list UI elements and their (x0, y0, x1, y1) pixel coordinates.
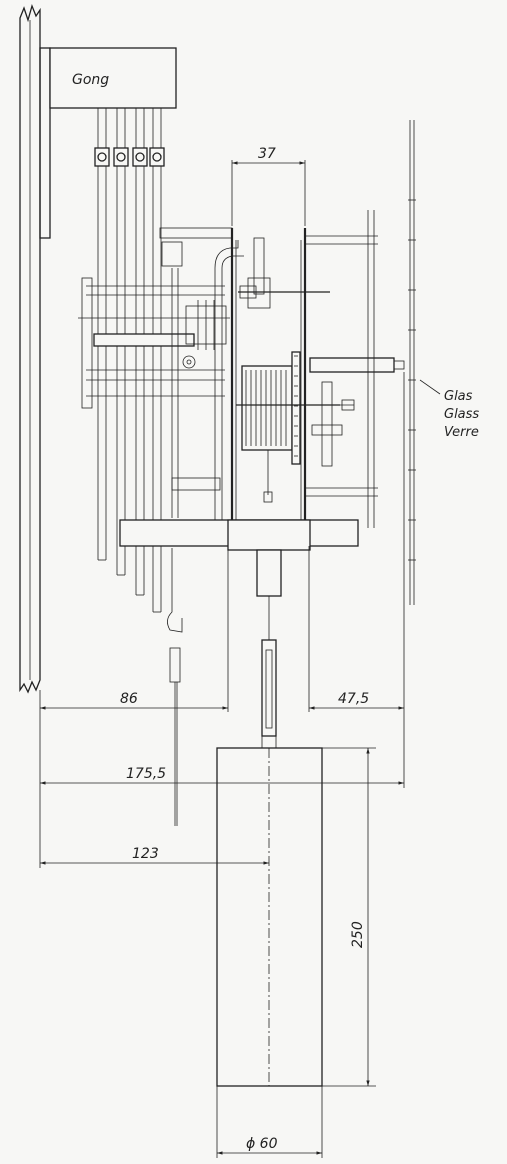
movement-plates (230, 210, 405, 528)
dim-175-5: 175,5 (126, 766, 166, 782)
dim-47-5: 47,5 (338, 691, 369, 707)
glass-label-fr: Verre (444, 425, 479, 440)
hammer-tail (167, 548, 183, 826)
dimension-lines (39, 160, 405, 1158)
dim-123: 123 (132, 846, 159, 862)
dim-86: 86 (120, 691, 138, 707)
weight (216, 747, 323, 1087)
strike-works (78, 227, 244, 520)
dim-phi-60: ϕ 60 (246, 1136, 278, 1152)
pendulum (261, 596, 277, 749)
glass-label-de: Glas (444, 389, 473, 404)
dim-37: 37 (258, 146, 276, 162)
gong-label: Gong (72, 72, 109, 88)
glass-label-en: Glass (444, 407, 479, 422)
seat-board (119, 519, 359, 597)
back-board (19, 3, 51, 694)
gong-block: Gong (49, 47, 177, 109)
dim-250: 250 (350, 921, 366, 948)
glass-pane (408, 120, 441, 605)
